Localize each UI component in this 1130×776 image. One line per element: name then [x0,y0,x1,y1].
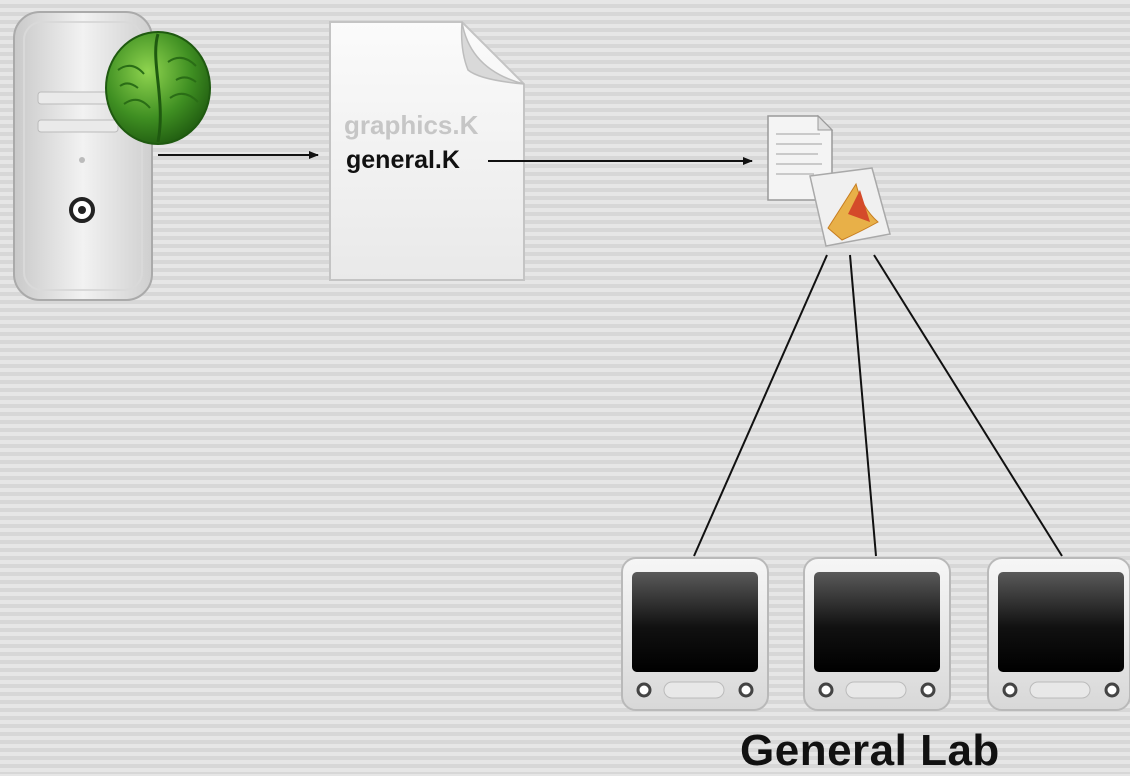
emac-computer-icon [803,557,951,711]
lab-title: General Lab [740,726,1000,775]
emac-computer-icon [987,557,1130,711]
inactive-config-filename: graphics.K [344,110,479,140]
package-with-document-icon [767,114,891,247]
network-links [693,254,1063,557]
brain-icon [105,31,211,145]
active-config-filename: general.K [346,146,460,174]
document-page-icon [329,21,525,281]
emac-computer-icon [621,557,769,711]
